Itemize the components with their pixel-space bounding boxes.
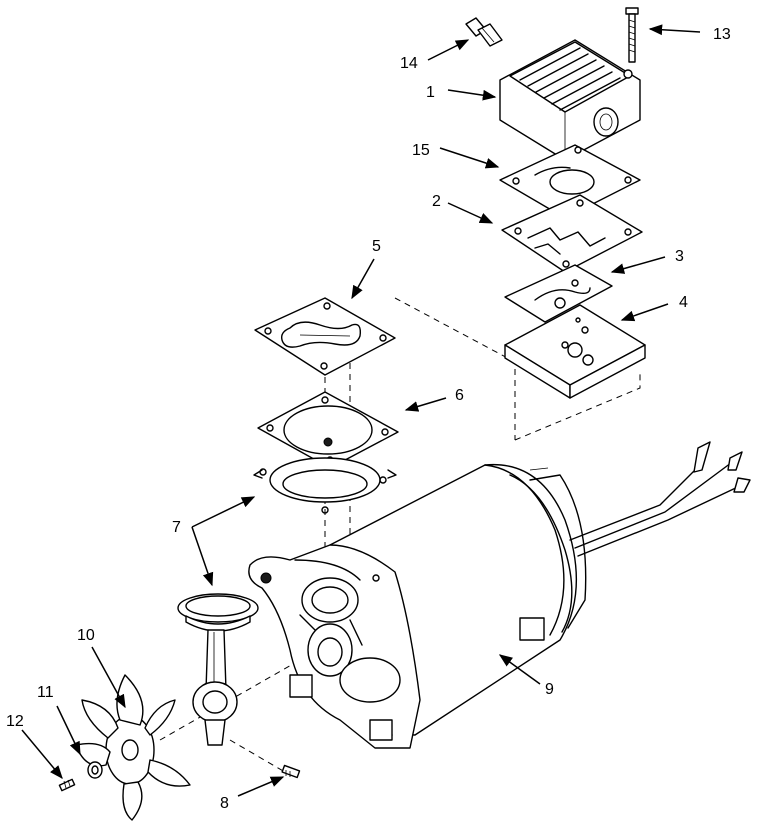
part-12-bolt	[58, 778, 76, 792]
callout-2: 2	[432, 193, 441, 210]
cylinder-sleeve	[253, 457, 397, 514]
part-3-valve-gasket	[504, 264, 613, 323]
part-5-plate	[254, 297, 396, 376]
callout-1: 1	[426, 84, 435, 101]
part-4-cylinder-block	[504, 304, 646, 399]
part-14-fitting	[465, 17, 503, 47]
callout-7: 7	[172, 519, 181, 536]
callout-10: 10	[77, 627, 95, 644]
part-13-bolt	[625, 7, 639, 63]
part-1-cylinder-head	[499, 39, 641, 161]
part-11-washer	[87, 761, 103, 779]
crankcase	[248, 544, 421, 749]
connecting-rod	[177, 593, 259, 746]
part-2-valve-plate	[501, 194, 643, 273]
callout-labels: 1 2 3 4 5 6 7 8 9 10 11 12 13 14 15	[6, 26, 731, 812]
part-10-fan	[75, 674, 191, 821]
callout-11: 11	[37, 684, 54, 701]
callout-13: 13	[713, 26, 731, 43]
callout-4: 4	[679, 294, 688, 311]
callout-12: 12	[6, 713, 24, 730]
callout-8: 8	[220, 795, 229, 812]
callout-5: 5	[372, 238, 381, 255]
callout-6: 6	[455, 387, 464, 404]
part-6-gasket	[257, 391, 399, 469]
callout-15: 15	[412, 142, 430, 159]
leader-arrows	[21, 24, 701, 797]
callout-14: 14	[400, 55, 418, 72]
callout-9: 9	[545, 681, 554, 698]
part-8-screw	[281, 764, 301, 779]
callout-3: 3	[675, 248, 684, 265]
power-cord	[569, 441, 751, 557]
